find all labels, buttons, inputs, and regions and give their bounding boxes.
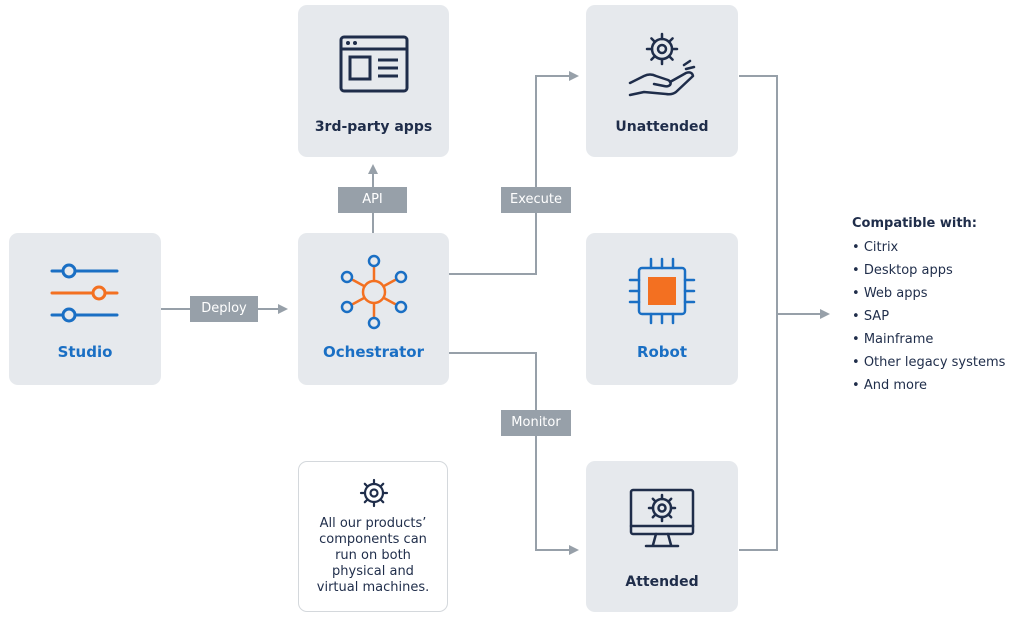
third-party-apps-box: 3rd-party apps	[298, 5, 449, 157]
note-box: All our products’ components can run on …	[298, 461, 448, 612]
compatible-item: And more	[852, 374, 1005, 397]
compatible-item: Web apps	[852, 282, 1005, 305]
monitor-connector	[449, 352, 579, 555]
studio-box: Studio	[9, 233, 161, 385]
compatible-title: Compatible with:	[852, 216, 978, 231]
compatible-item: Other legacy systems	[852, 351, 1006, 374]
gear-icon	[359, 478, 389, 508]
execute-connector	[449, 71, 579, 275]
compatible-panel: Compatible with: Citrix Desktop apps Web…	[852, 216, 1005, 397]
unattended-label: Unattended	[615, 119, 709, 135]
attended-box: Attended	[586, 461, 738, 612]
robot-box: Robot	[586, 233, 738, 385]
third-party-apps-label: 3rd-party apps	[314, 119, 433, 135]
gear-on-hand-icon	[628, 32, 696, 97]
api-tag: API	[338, 187, 407, 213]
note-line: components can	[319, 532, 427, 547]
studio-label: Studio	[57, 343, 113, 361]
compatible-item: Desktop apps	[852, 259, 1005, 282]
note-line: All our products’	[319, 516, 427, 531]
chip-icon	[628, 257, 696, 325]
compatible-list: Citrix Desktop apps Web apps SAP Mainfra…	[852, 236, 1006, 397]
gear-monitor-icon	[629, 488, 695, 548]
browser-window-icon	[339, 35, 409, 93]
note-line: physical and	[332, 564, 414, 579]
attended-label: Attended	[625, 574, 699, 590]
compatible-item: Mainframe	[852, 328, 1005, 351]
note-line: run on both	[335, 548, 411, 563]
hub-network-icon	[340, 254, 408, 330]
execute-tag: Execute	[501, 187, 571, 213]
monitor-tag: Monitor	[501, 410, 571, 436]
robot-label: Robot	[636, 343, 688, 361]
unattended-box: Unattended	[586, 5, 738, 157]
orchestrator-box: Ochestrator	[298, 233, 449, 385]
compatible-item: SAP	[852, 305, 1005, 328]
deploy-tag: Deploy	[190, 296, 258, 322]
sliders-icon	[50, 263, 119, 323]
orchestrator-label: Ochestrator	[323, 343, 424, 361]
note-line: virtual machines.	[316, 580, 430, 595]
note-text: All our products’ components can run on …	[305, 516, 441, 596]
compatible-item: Citrix	[852, 236, 1005, 259]
